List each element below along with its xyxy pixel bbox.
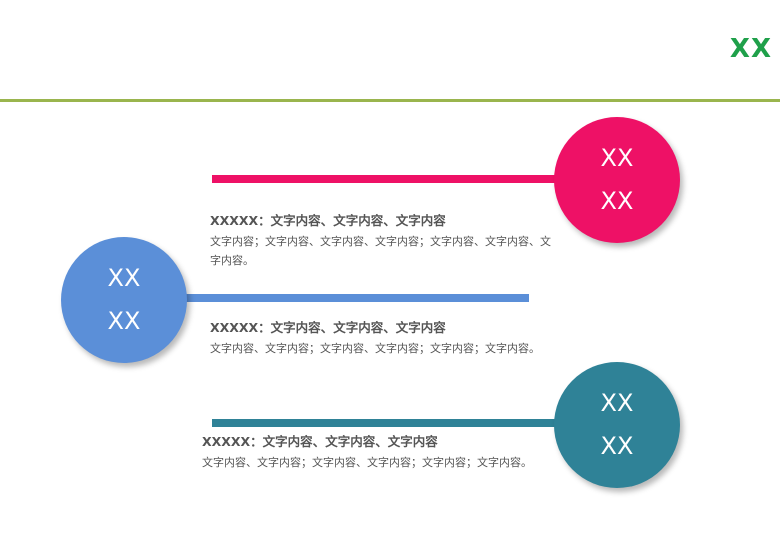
- connector-bar-2: [180, 294, 529, 302]
- slide-title: XX: [729, 34, 772, 64]
- text-block-2: XXXXX：文字内容、文字内容、文字内容 文字内容、文字内容；文字内容、文字内容…: [210, 317, 555, 358]
- circle-badge-1: XX XX: [554, 117, 680, 243]
- circle-badge-3-line2: XX: [600, 432, 634, 460]
- header-divider: [0, 99, 780, 102]
- circle-badge-3-line1: XX: [600, 389, 634, 417]
- text-block-1-body: 文字内容；文字内容、文字内容、文字内容；文字内容、文字内容、文字内容。: [210, 235, 551, 267]
- connector-bar-3: [212, 419, 562, 427]
- text-block-3-body: 文字内容、文字内容；文字内容、文字内容；文字内容；文字内容。: [202, 456, 532, 469]
- connector-bar-1: [212, 175, 562, 183]
- circle-badge-1-line1: XX: [600, 144, 634, 172]
- circle-badge-2-line1: XX: [107, 264, 141, 292]
- circle-badge-2-line2: XX: [107, 307, 141, 335]
- circle-badge-1-line2: XX: [600, 187, 634, 215]
- circle-badge-2: XX XX: [61, 237, 187, 363]
- circle-badge-3: XX XX: [554, 362, 680, 488]
- text-block-1-heading: XXXXX：文字内容、文字内容、文字内容: [210, 213, 446, 228]
- text-block-3: XXXXX：文字内容、文字内容、文字内容 文字内容、文字内容；文字内容、文字内容…: [202, 431, 547, 472]
- text-block-2-body: 文字内容、文字内容；文字内容、文字内容；文字内容；文字内容。: [210, 342, 540, 355]
- text-block-2-heading: XXXXX：文字内容、文字内容、文字内容: [210, 320, 446, 335]
- text-block-3-heading: XXXXX：文字内容、文字内容、文字内容: [202, 434, 438, 449]
- text-block-1: XXXXX：文字内容、文字内容、文字内容 文字内容；文字内容、文字内容、文字内容…: [210, 210, 555, 270]
